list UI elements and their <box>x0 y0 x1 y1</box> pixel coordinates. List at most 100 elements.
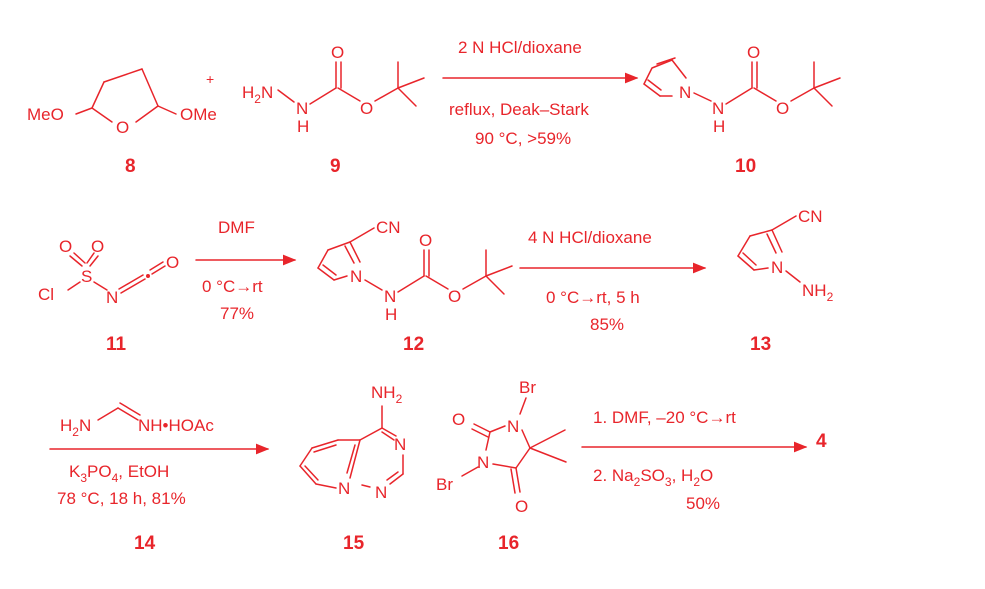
compound-16: Br N O N Br O 16 <box>436 378 567 554</box>
h2n-label: H2N <box>242 83 273 106</box>
carbonyl-o-9: O <box>331 43 344 62</box>
pyrrole-n-10: N <box>679 83 691 102</box>
compound-label-8: 8 <box>125 156 136 177</box>
step2-prefix: 2. Na <box>593 466 634 485</box>
ester-o-10: O <box>776 99 789 118</box>
nh-h-label: H <box>297 117 309 136</box>
plus-sign: + <box>206 71 214 87</box>
amino-nh-15: NH <box>371 383 396 402</box>
compound-label-9: 9 <box>330 156 341 177</box>
h2n-sub-14: 2 <box>72 425 79 439</box>
compound-label-13: 13 <box>750 334 771 355</box>
carbonyl-o-10: O <box>747 43 760 62</box>
compound-label-15: 15 <box>343 533 365 554</box>
ester-o-9: O <box>360 99 373 118</box>
compound-10: N N H O O 10 <box>643 43 841 177</box>
compound-14: H2N NH•HOAc <box>60 402 214 439</box>
bromine-label-1: Br <box>519 378 536 397</box>
compound-label-12: 12 <box>403 334 424 355</box>
h2n-h-14: H <box>60 416 72 435</box>
isocyanate-n: N <box>106 288 118 307</box>
nitrile-label-13: CN <box>798 207 823 226</box>
arrow-2: DMF 0 °C→rt 77% <box>195 218 297 323</box>
nh-label: N <box>296 99 308 118</box>
product-label-4: 4 <box>816 431 827 452</box>
arrow-2-above: DMF <box>218 218 255 237</box>
isocyanate-carbon-dot <box>146 274 150 278</box>
h2n-h: H <box>242 83 254 102</box>
compound-11: O O S Cl N O 11 <box>38 237 179 355</box>
arrow-3-below-2: 85% <box>590 315 624 334</box>
ome-label: OMe <box>180 105 217 124</box>
formamidine-rest: NH•HOAc <box>138 416 214 435</box>
imide-n-2: N <box>477 453 489 472</box>
compound-label-10: 10 <box>735 156 756 177</box>
h2o-sub: 2 <box>693 475 700 489</box>
nitrile-label-12: CN <box>376 218 401 237</box>
h2n-sub: 2 <box>254 92 261 106</box>
nh-label-10: N <box>712 99 724 118</box>
arrow-3: 4 N HCl/dioxane 0 °C→rt, 5 h 85% <box>519 228 707 334</box>
nh-h-label-10: H <box>713 117 725 136</box>
compound-9: H2N N H O O 9 <box>242 43 425 177</box>
carbonyl-o-12: O <box>419 231 432 250</box>
lower-n-15: N <box>375 483 387 502</box>
amino-nh: NH <box>802 281 827 300</box>
arrow-4-below-1: K3PO4, EtOH <box>69 462 169 485</box>
compound-12: CN N N H O O 12 <box>317 218 513 355</box>
compound-8: MeO O OMe 8 <box>27 68 217 177</box>
bridge-n-15: N <box>338 479 350 498</box>
amino-label-15: NH2 <box>371 383 403 406</box>
nh-h-label-12: H <box>385 305 397 324</box>
arrow-5-below-1: 2. Na2SO3, H2O <box>593 466 713 489</box>
arrow-1-above: 2 N HCl/dioxane <box>458 38 582 57</box>
pyrrole-n-12: N <box>350 267 362 286</box>
arrow-2-below-2: 77% <box>220 304 254 323</box>
nh-label-12: N <box>384 287 396 306</box>
arrow-4: K3PO4, EtOH 78 °C, 18 h, 81% 14 <box>49 443 270 554</box>
bromine-label-2: Br <box>436 475 453 494</box>
so-text: SO <box>640 466 665 485</box>
arrow-5-below-2: 50% <box>686 494 720 513</box>
po-sub: 4 <box>112 471 119 485</box>
sulfonyl-o-1: O <box>59 237 72 256</box>
amino-sub: 2 <box>827 290 834 304</box>
h-text: , H <box>672 466 694 485</box>
h2n-n-14: N <box>79 416 91 435</box>
meo-label: MeO <box>27 105 64 124</box>
compound-label-14: 14 <box>134 533 156 554</box>
compound-15: NH2 N N N 15 <box>299 383 406 554</box>
amino-label-13: NH2 <box>802 281 834 304</box>
po-text: PO <box>87 462 112 481</box>
arrow-3-below-1: 0 °C→rt, 5 h <box>546 288 640 307</box>
ring-n-15: N <box>394 435 406 454</box>
ester-o-12: O <box>448 287 461 306</box>
formamidine-h2n: H2N <box>60 416 91 439</box>
sulfur-label: S <box>81 267 92 286</box>
etoh-text: , EtOH <box>118 462 169 481</box>
pyrrole-n-13: N <box>771 258 783 277</box>
arrow-1-below-1: reflux, Deak–Stark <box>449 100 589 119</box>
na-sub: 2 <box>634 475 641 489</box>
arrow-2-below-1: 0 °C→rt <box>202 277 263 296</box>
imide-n-1: N <box>507 417 519 436</box>
oxygen-label: O <box>116 118 129 137</box>
carbonyl-o-16b: O <box>515 497 528 516</box>
carbonyl-o-16a: O <box>452 410 465 429</box>
arrow-5: 1. DMF, –20 °C→rt 2. Na2SO3, H2O 50% <box>581 408 808 513</box>
so-sub: 3 <box>665 475 672 489</box>
arrow-1: 2 N HCl/dioxane reflux, Deak–Stark 90 °C… <box>442 38 639 148</box>
arrow-3-above: 4 N HCl/dioxane <box>528 228 652 247</box>
compound-13: CN N NH2 13 <box>737 207 834 355</box>
isocyanate-o: O <box>166 253 179 272</box>
o-text: O <box>700 466 713 485</box>
sulfonyl-o-2: O <box>91 237 104 256</box>
arrow-4-below-2: 78 °C, 18 h, 81% <box>57 489 186 508</box>
arrow-5-above: 1. DMF, –20 °C→rt <box>593 408 736 427</box>
k-sub: 3 <box>80 471 87 485</box>
chlorine-label: Cl <box>38 285 54 304</box>
h2n-n: N <box>261 83 273 102</box>
amino-sub-15: 2 <box>396 392 403 406</box>
k-text: K <box>69 462 81 481</box>
